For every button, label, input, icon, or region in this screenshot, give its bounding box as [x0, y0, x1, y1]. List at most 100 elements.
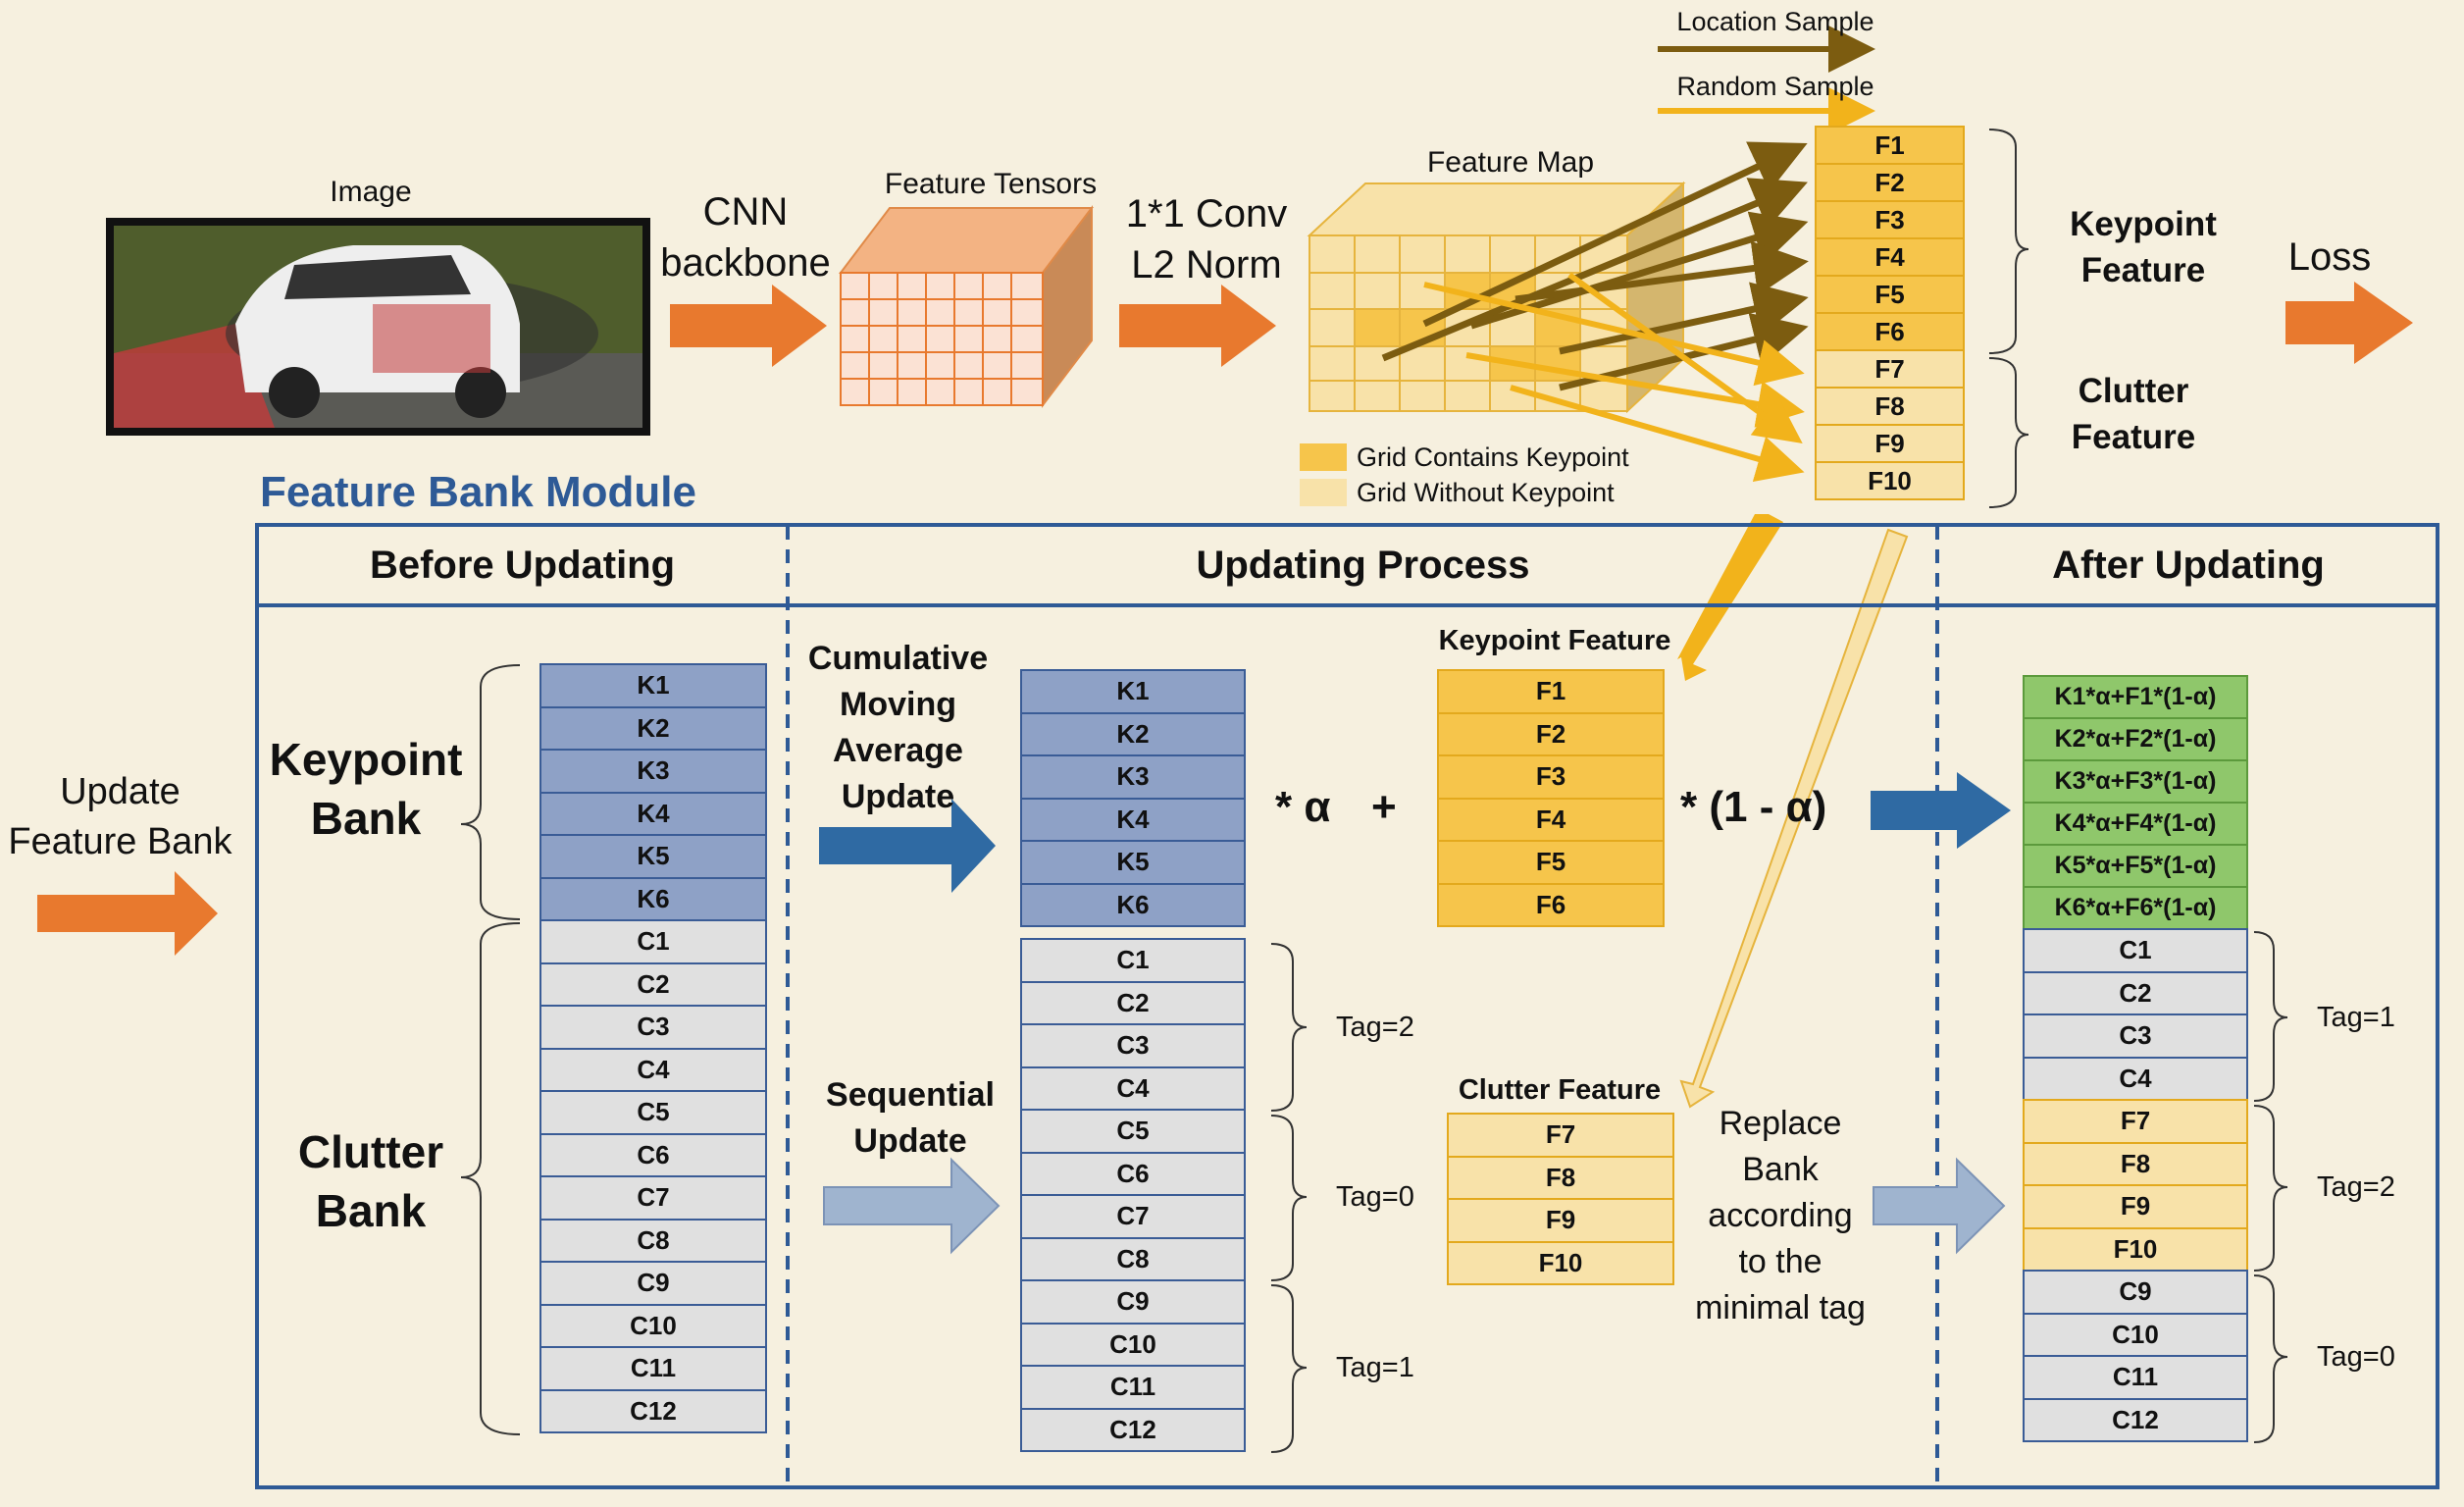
feature-cell: F7	[1447, 1113, 1674, 1158]
bank-cell: K3	[539, 749, 767, 794]
cma-arrow	[819, 799, 996, 893]
to-clutter-feature-arrow	[1679, 528, 1909, 1109]
cma-label: Cumulative Moving Average Update	[807, 640, 989, 815]
feature-cell: F9	[1447, 1198, 1674, 1243]
kf-title: Keypoint Feature	[1438, 625, 1671, 656]
bank-cell: K1	[1020, 669, 1246, 714]
bank-cell: K2	[1020, 711, 1246, 756]
bank-cell: C5	[539, 1090, 767, 1135]
feature-map-label: Feature Map	[1426, 146, 1595, 179]
bank-cell: K6	[539, 876, 767, 921]
feature-tensors-label: Feature Tensors	[884, 168, 1098, 200]
bank-cell: K4*α+F4*(1-α)	[2023, 802, 2248, 846]
bank-cell: F7	[2023, 1099, 2248, 1144]
legend-without-label: Grid Without Keypoint	[1357, 478, 1615, 507]
bank-cell: K4	[1020, 797, 1246, 842]
bank-cell: C12	[2023, 1397, 2248, 1442]
process-clutter-column: C1 C2 C3 C4 C5 C6 C7 C8 C9 C10 C11 C12	[1020, 938, 1246, 1452]
bank-cell: K1	[539, 663, 767, 708]
bank-cell: C10	[1020, 1322, 1246, 1367]
bank-cell: F9	[2023, 1184, 2248, 1229]
conv-arrow	[1119, 285, 1276, 367]
one-minus-alpha-label: * (1 - α)	[1680, 783, 1827, 831]
keypoint-feature-bracket	[1988, 129, 2029, 354]
feature-tensor-cube	[838, 205, 1095, 408]
bank-cell: K3	[1020, 754, 1246, 800]
header-before: Before Updating	[369, 544, 676, 587]
to-keypoint-feature-arrow	[1677, 514, 1783, 681]
cma-result-arrow	[1871, 772, 2011, 849]
input-image	[106, 218, 650, 436]
feature-cell: F10	[1815, 461, 1965, 500]
bank-cell: C2	[1020, 980, 1246, 1025]
image-label: Image	[330, 176, 412, 208]
feature-cell: F4	[1815, 237, 1965, 277]
bank-cell: K5*α+F5*(1-α)	[2023, 844, 2248, 888]
bank-cell: C12	[1020, 1407, 1246, 1452]
bank-cell: C2	[2023, 970, 2248, 1015]
bank-cell: K3*α+F3*(1-α)	[2023, 759, 2248, 804]
alpha-label: * α	[1275, 783, 1331, 831]
bank-cell: C1	[2023, 928, 2248, 973]
legend-swatch-without	[1300, 479, 1347, 506]
clutter-bank-bracket	[460, 922, 521, 1435]
legend-swatch-keypoint	[1300, 443, 1347, 471]
bank-cell: C6	[1020, 1151, 1246, 1196]
feature-cell: F9	[1815, 424, 1965, 463]
cf-title: Clutter Feature	[1458, 1074, 1662, 1106]
bank-cell: C11	[1020, 1365, 1246, 1410]
after-tag: Tag=0	[2317, 1341, 2395, 1373]
bank-cell: C1	[1020, 938, 1246, 983]
feature-cell: F3	[1437, 754, 1665, 800]
feature-cell: F10	[1447, 1240, 1674, 1285]
bank-cell: C8	[1020, 1236, 1246, 1281]
bank-cell: C8	[539, 1218, 767, 1263]
bank-cell: C7	[539, 1175, 767, 1221]
bank-cell: C9	[1020, 1279, 1246, 1325]
feature-cell: F5	[1815, 275, 1965, 314]
loss-label: Loss	[2287, 235, 2372, 279]
clutter-feature-bracket	[1988, 357, 2029, 508]
feature-cell: F1	[1815, 126, 1965, 165]
bank-cell: K5	[539, 834, 767, 879]
clutter-bank-label: Clutter Bank	[297, 1126, 444, 1236]
cnn-backbone-label: CNN backbone	[660, 190, 831, 285]
bank-cell: C4	[2023, 1056, 2248, 1101]
bank-cell: K4	[539, 791, 767, 836]
header-after: After Updating	[2052, 544, 2325, 587]
feature-cell: F6	[1815, 312, 1965, 351]
header-process: Updating Process	[1196, 544, 1530, 587]
keypoint-bank-bracket	[460, 664, 521, 920]
location-sample-label: Location Sample	[1676, 7, 1874, 36]
bank-cell: K2	[539, 705, 767, 751]
feature-cell: F3	[1815, 200, 1965, 239]
bank-cell: C10	[539, 1303, 767, 1348]
after-tag: Tag=1	[2317, 1002, 2395, 1033]
bank-cell: C10	[2023, 1312, 2248, 1357]
feature-bank-panel	[255, 523, 2439, 1489]
bank-cell: C11	[539, 1346, 767, 1391]
bank-cell: C12	[539, 1388, 767, 1433]
feature-cell: F2	[1437, 711, 1665, 756]
update-arrow	[37, 871, 218, 956]
bank-cell: K6*α+F6*(1-α)	[2023, 886, 2248, 930]
random-sample-arrows	[1423, 272, 1805, 483]
process-tag: Tag=0	[1336, 1181, 1414, 1213]
update-feature-bank-label: Update Feature Bank	[8, 771, 232, 863]
after-tag: Tag=2	[2317, 1171, 2395, 1203]
feature-cell: F5	[1437, 840, 1665, 885]
bank-before-column: K1 K2 K3 K4 K5 K6 C1 C2 C3 C4 C5 C6 C7 C…	[539, 663, 767, 1433]
replace-label: Replace Bank according to the minimal ta…	[1695, 1105, 1866, 1326]
feature-map	[1307, 181, 1686, 414]
plus-label: +	[1371, 783, 1397, 831]
conv-norm-label: 1*1 Conv L2 Norm	[1125, 192, 1288, 286]
bank-cell: C4	[1020, 1065, 1246, 1111]
module-title: Feature Bank Module	[260, 468, 696, 516]
random-sample-label: Random Sample	[1676, 72, 1874, 101]
bank-cell: F10	[2023, 1226, 2248, 1272]
replace-arrow	[1873, 1157, 2006, 1255]
bank-cell: C9	[2023, 1270, 2248, 1315]
bank-cell: C2	[539, 961, 767, 1007]
feature-cell: F4	[1437, 797, 1665, 842]
